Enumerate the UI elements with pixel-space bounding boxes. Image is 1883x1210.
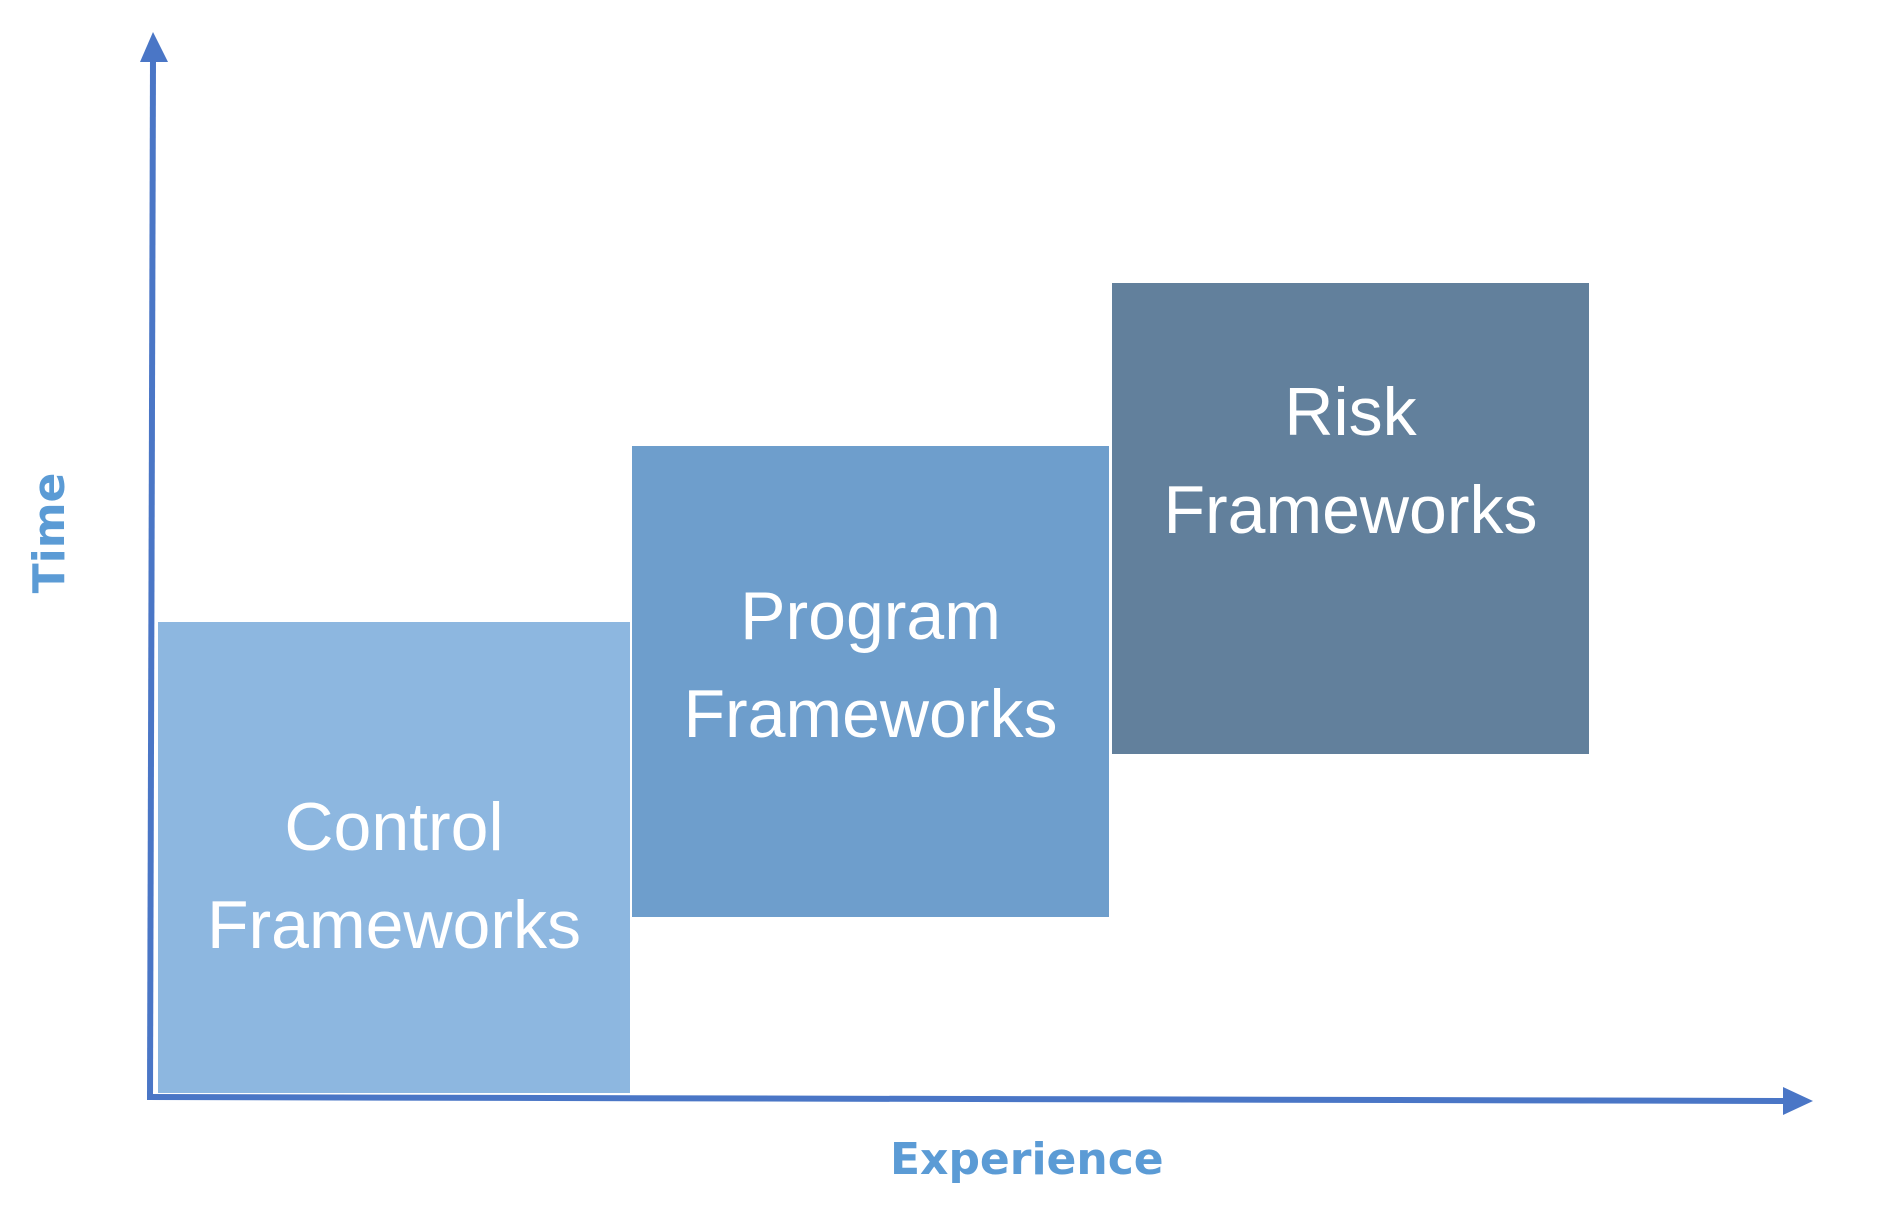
risk-frameworks-label-line1: Risk [1284, 374, 1417, 450]
program-frameworks-block: Program Frameworks [632, 446, 1109, 917]
control-frameworks-block: Control Frameworks [158, 622, 630, 1093]
program-frameworks-label-line2: Frameworks [683, 676, 1058, 752]
control-frameworks-label-line2: Frameworks [206, 886, 582, 963]
control-frameworks-label-line1: Control [284, 788, 504, 865]
risk-frameworks-block: Risk Frameworks [1112, 283, 1589, 754]
y-axis-arrowhead [140, 32, 168, 62]
x-axis-label: Experience [890, 1134, 1164, 1185]
y-axis-line [147, 57, 156, 1098]
program-frameworks-label-line1: Program [740, 578, 1001, 654]
y-axis-label: Time [24, 472, 75, 594]
risk-frameworks-label-line2: Frameworks [1163, 472, 1538, 548]
x-axis-arrowhead [1783, 1087, 1813, 1115]
x-axis-line [146, 1094, 1787, 1104]
